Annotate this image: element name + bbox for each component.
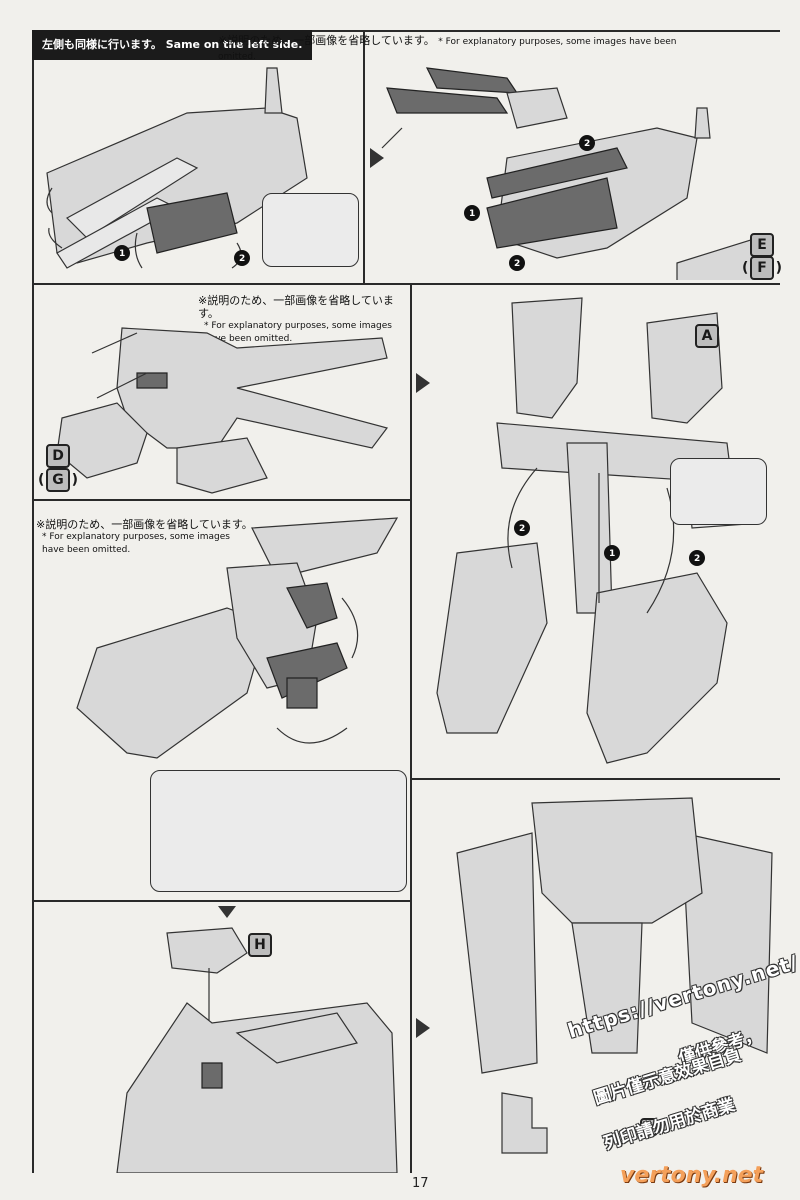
panel2-step2-bottom-marker: 2 bbox=[509, 255, 525, 271]
part-tag-h: H bbox=[248, 933, 272, 957]
omitted-note-1: ※説明のため、一部画像を省略しています。 * For explanatory p… bbox=[218, 34, 698, 64]
step-arrow-2 bbox=[416, 373, 430, 393]
omitted-note-1-en: * For explanatory purposes, some images … bbox=[218, 37, 677, 62]
panel2-step1-marker: 1 bbox=[464, 205, 480, 221]
panel5-inset bbox=[150, 770, 407, 892]
panel1-step2-marker: 2 bbox=[234, 250, 250, 266]
panel6-illustration bbox=[116, 927, 398, 1173]
omitted-note-3-en1: * For explanatory purposes, some images bbox=[42, 532, 230, 542]
omitted-note-2-en1: * For explanatory purposes, some images bbox=[204, 321, 392, 331]
left-side-header: 左側も同様に行います。 Same on the left side. bbox=[32, 30, 313, 60]
row3-divider-left bbox=[32, 900, 410, 902]
page-number: 17 bbox=[412, 1176, 429, 1191]
panel4-inset bbox=[670, 458, 767, 525]
omitted-note-1-ja: ※説明のため、一部画像を省略しています。 bbox=[218, 34, 435, 47]
panel3-illustration bbox=[56, 327, 389, 494]
svg-text:2: 2 bbox=[584, 139, 590, 149]
panel7-illustration bbox=[456, 797, 773, 1154]
row3-divider-right bbox=[410, 778, 780, 780]
panel4-step2-left-marker: 2 bbox=[514, 520, 530, 536]
part-tag-f: F bbox=[742, 256, 782, 280]
row1-divider bbox=[32, 283, 780, 285]
omitted-note-3-en2: have been omitted. bbox=[42, 545, 131, 555]
panel2-step2-top-marker: 2 bbox=[579, 135, 595, 151]
part-tag-g: G bbox=[38, 468, 78, 492]
svg-text:2: 2 bbox=[514, 259, 520, 269]
col-divider-row1 bbox=[363, 30, 365, 283]
panel4-step1-marker: 1 bbox=[604, 545, 620, 561]
omitted-note-2-en2: have been omitted. bbox=[204, 334, 293, 344]
panel5-illustration bbox=[76, 517, 399, 759]
step-arrow-4 bbox=[416, 1018, 430, 1038]
left-border bbox=[32, 30, 34, 1173]
omitted-note-2-ja: ※説明のため、一部画像を省略しています。 bbox=[198, 294, 394, 320]
col-divider-row2 bbox=[410, 283, 412, 1173]
omitted-note-3-ja: ※説明のため、一部画像を省略しています。 bbox=[36, 518, 253, 531]
omitted-note-2: ※説明のため、一部画像を省略しています。 * For explanatory p… bbox=[198, 294, 408, 346]
panel1-step1-marker: 1 bbox=[114, 245, 130, 261]
part-tag-e-small: E bbox=[640, 1118, 658, 1136]
svg-text:1: 1 bbox=[469, 209, 475, 219]
top-divider bbox=[32, 30, 780, 32]
step-arrow-3 bbox=[218, 906, 236, 918]
svg-text:2: 2 bbox=[694, 554, 700, 564]
part-tag-e: E bbox=[750, 233, 774, 257]
row2-divider-left bbox=[32, 499, 410, 501]
watermark-corner: vertony.net bbox=[620, 1163, 764, 1188]
part-tag-a: A bbox=[695, 324, 719, 348]
omitted-note-3: ※説明のため、一部画像を省略しています。 * For explanatory p… bbox=[36, 518, 266, 557]
panel1-inset bbox=[262, 193, 359, 267]
panel2-illustration: 1 2 2 bbox=[381, 67, 773, 280]
manual-page: 左側も同様に行います。 Same on the left side. ※説明のた… bbox=[32, 18, 782, 1191]
svg-text:2: 2 bbox=[519, 524, 525, 534]
step-arrow-1 bbox=[370, 148, 384, 168]
left-side-en: Same on the left side. bbox=[165, 38, 303, 51]
part-tag-d: D bbox=[46, 444, 70, 468]
panel4-illustration: 1 2 2 bbox=[436, 297, 763, 764]
panel1-illustration: 1 2 bbox=[46, 67, 308, 269]
svg-text:2: 2 bbox=[239, 254, 245, 264]
svg-text:1: 1 bbox=[609, 549, 615, 559]
left-side-ja: 左側も同様に行います。 bbox=[42, 38, 162, 51]
svg-text:1: 1 bbox=[119, 249, 125, 259]
panel4-step2-right-marker: 2 bbox=[689, 550, 705, 566]
